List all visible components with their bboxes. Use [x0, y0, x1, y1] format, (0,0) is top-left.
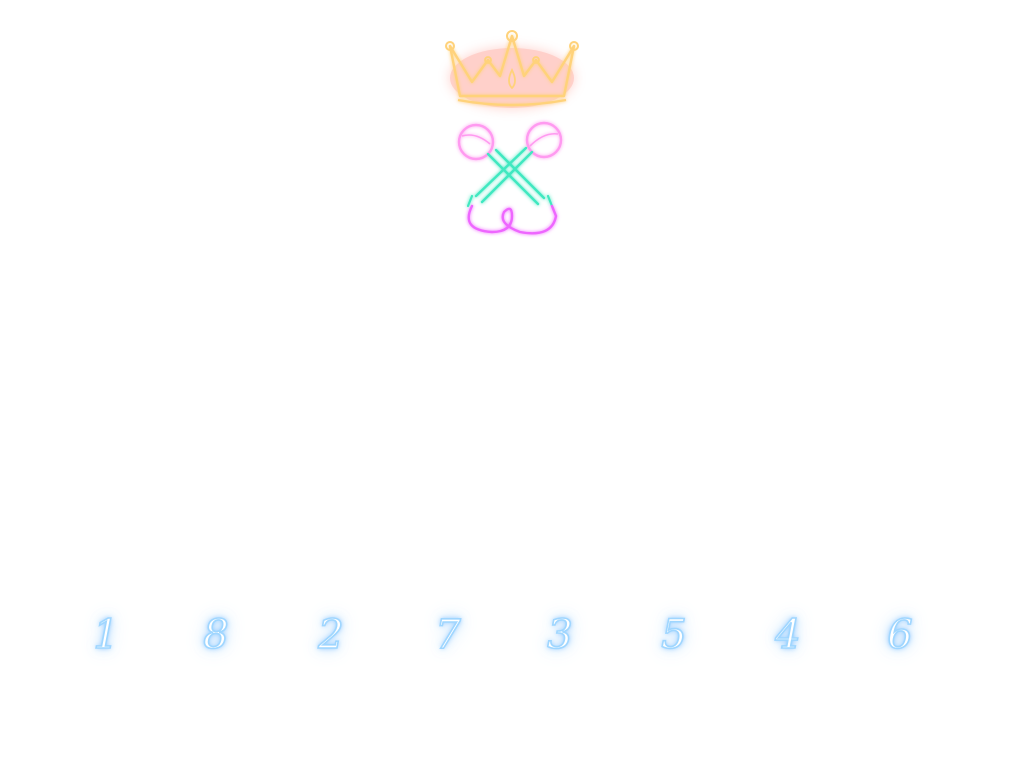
number-tile[interactable]: 1 — [92, 611, 119, 659]
number-tile[interactable]: 4 — [774, 611, 801, 659]
number-tile[interactable]: 5 — [660, 611, 687, 659]
crown-icon — [445, 30, 579, 108]
number-tile[interactable]: 7 — [434, 611, 461, 659]
karaoke-logo — [432, 20, 592, 240]
number-tile[interactable]: 8 — [202, 611, 229, 659]
number-tile[interactable]: 3 — [546, 611, 573, 659]
crossed-microphones-icon — [457, 121, 563, 235]
number-tiles-row: 1 8 2 7 3 5 4 6 — [0, 600, 1024, 670]
number-tile[interactable]: 2 — [317, 611, 344, 659]
number-tile[interactable]: 6 — [886, 611, 913, 659]
